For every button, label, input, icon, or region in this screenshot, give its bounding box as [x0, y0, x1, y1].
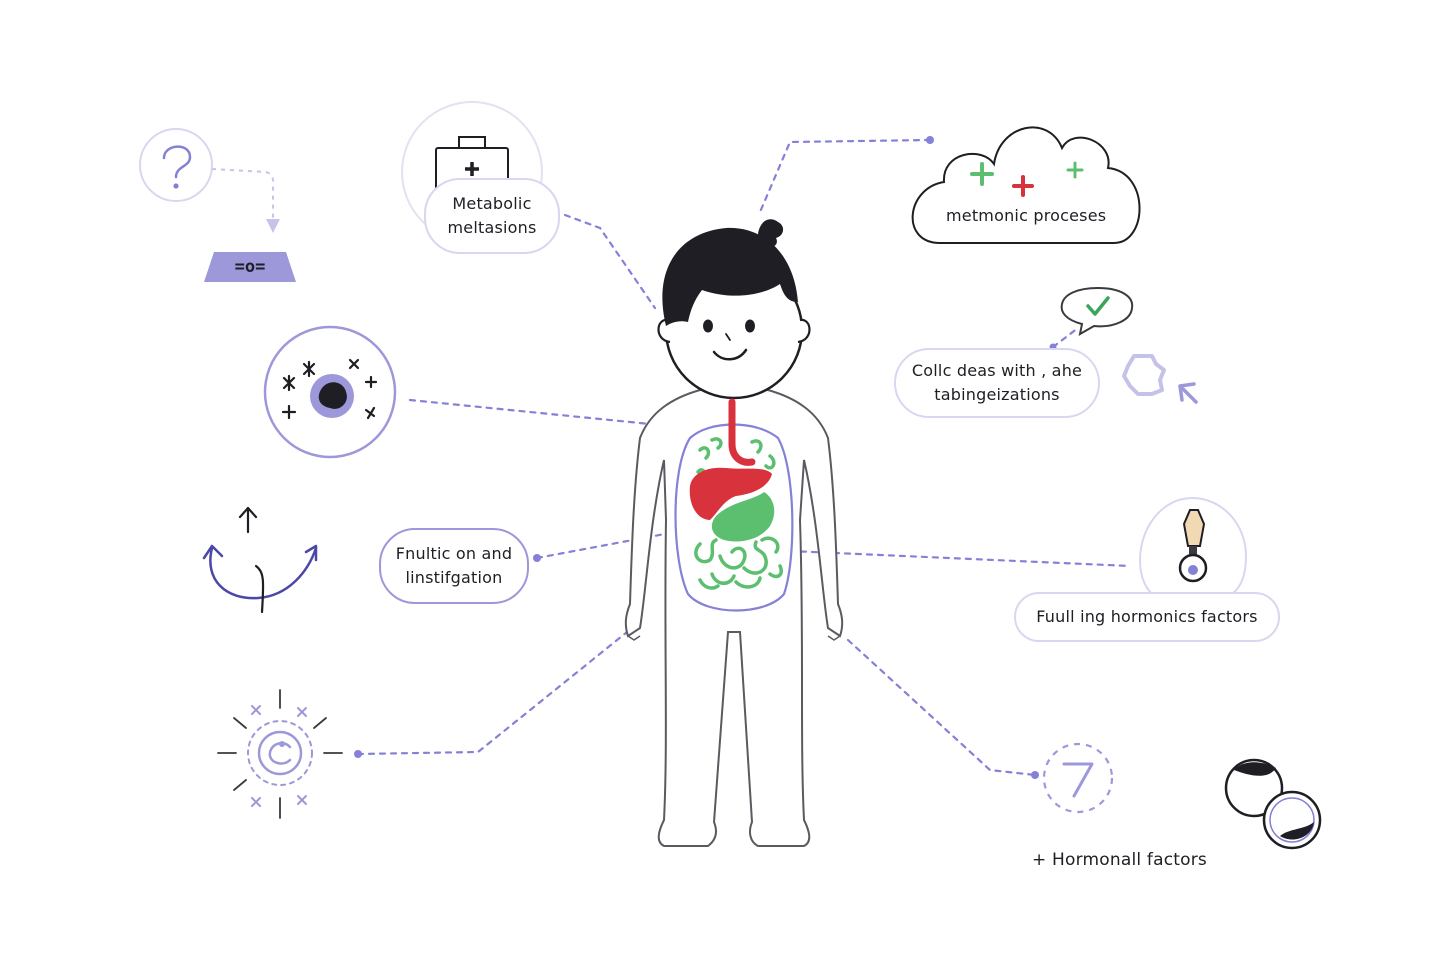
question-arrow [211, 168, 280, 233]
cloud-icon [911, 126, 1141, 244]
intestines [694, 437, 783, 590]
connector-particles [408, 398, 692, 430]
human-figure [624, 219, 844, 847]
connector-metabolic [563, 213, 657, 310]
esophagus [728, 398, 756, 466]
fuull-label: Fuull ing hormonics factors [1036, 607, 1258, 626]
collc-bubble: Collc deas with , ahe tabingeizations [894, 348, 1100, 418]
hair [662, 227, 798, 326]
device-icon: =o= [204, 252, 296, 282]
metabolic-bubble: Metabolic meltasions [424, 178, 560, 254]
arrows-icon [202, 506, 318, 614]
connector-thermo [788, 549, 1132, 568]
check-speech-bubble-icon [1060, 286, 1134, 336]
stomach [711, 492, 775, 542]
fuull-bubble: Fuull ing hormonics factors [1014, 592, 1280, 642]
particles-circle-icon [263, 325, 397, 459]
liver [689, 467, 772, 520]
collc-label: Collc deas with , ahe tabingeizations [911, 361, 1083, 404]
hormonal-label: + Hormonall factors [1032, 850, 1207, 870]
connector-sun [356, 626, 634, 756]
sun-ring-icon [217, 689, 343, 819]
cursor-icon [1178, 382, 1198, 404]
svg-text:=o=: =o= [235, 257, 266, 277]
connector-cloud [758, 138, 932, 214]
connector-question [846, 638, 1037, 777]
fnultic-bubble: Fnultic on and linstifgation [379, 528, 529, 604]
connector-collc [1051, 326, 1080, 349]
question-icon [139, 128, 213, 202]
thermometer-icon [1138, 496, 1248, 595]
cloud-label: metmonic proceses [946, 206, 1107, 225]
question-circle-icon [1042, 742, 1114, 814]
gear-icon [1122, 354, 1166, 396]
metabolic-label: Metabolic meltasions [447, 194, 537, 237]
cells-icon [1224, 758, 1322, 850]
fnultic-label: Fnultic on and linstifgation [395, 544, 513, 587]
